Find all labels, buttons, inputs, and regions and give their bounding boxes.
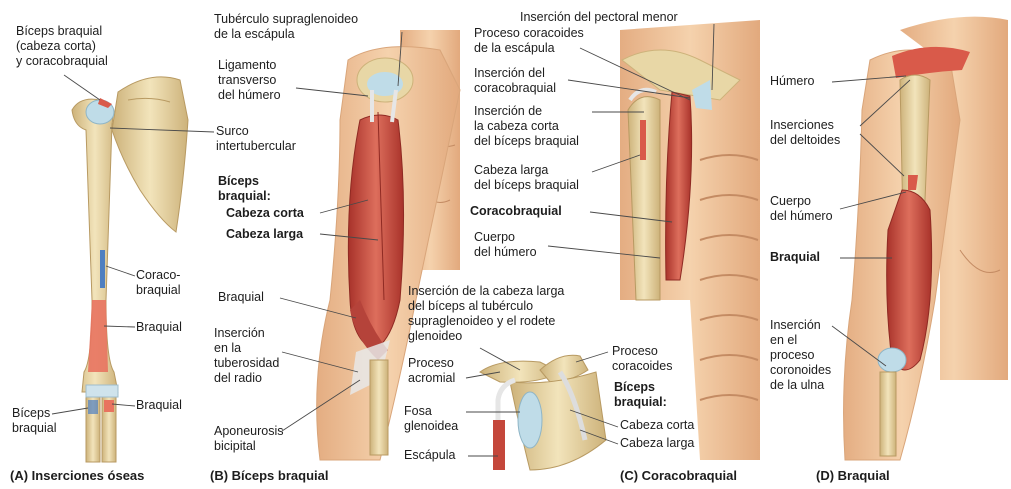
label-humerus-shaft-c: Cuerpo del húmero: [474, 230, 537, 260]
label-ulna-coronoid-insertion: Inserción en el proceso coronoides de la…: [770, 318, 831, 393]
label-biceps-short-head-coracobrachialis: Bíceps braquial (cabeza corta) y coracob…: [16, 24, 108, 69]
coracobrachialis-attachment-a: [100, 250, 105, 288]
caption-panel-d: (D) Braquial: [816, 468, 890, 483]
label-short-head-b: Cabeza corta: [226, 206, 304, 221]
caption-panel-c: (C) Coracobraquial: [620, 468, 737, 483]
label-radial-tuberosity-insertion: Inserción en la tuberosidad del radio: [214, 326, 279, 386]
label-acromion-process: Proceso acromial: [408, 356, 455, 386]
label-biceps-heading-c: Bíceps braquial:: [614, 380, 667, 410]
scapula-shape: [112, 77, 188, 232]
label-supraglenoid-tubercle: Tubérculo supraglenoideo de la escápula: [214, 12, 358, 42]
label-biceps-a: Bíceps braquial: [12, 406, 56, 436]
caption-panel-a: (A) Inserciones óseas: [10, 468, 144, 483]
caption-panel-b: (B) Bíceps braquial: [210, 468, 328, 483]
label-intertubercular-groove: Surco intertubercular: [216, 124, 296, 154]
label-long-head-biceps: Cabeza larga del bíceps braquial: [474, 163, 579, 193]
long-head-tendon: [493, 420, 505, 470]
label-brachialis-b: Braquial: [218, 290, 264, 305]
label-long-head-c: Cabeza larga: [620, 436, 694, 451]
label-transverse-ligament: Ligamento transverso del húmero: [218, 58, 281, 103]
label-coracoid-process: Proceso coracoides: [612, 344, 672, 374]
label-scapula-c: Escápula: [404, 448, 455, 463]
label-brachialis-d: Braquial: [770, 250, 820, 265]
label-long-head-b: Cabeza larga: [226, 227, 303, 242]
brachialis-attachment-a: [88, 300, 108, 372]
label-long-head-insertion: Inserción de la cabeza larga del bíceps …: [408, 284, 564, 344]
panel-d-illustration: [844, 17, 1008, 460]
label-brachialis-a-1: Braquial: [136, 320, 182, 335]
label-brachialis-a-2: Braquial: [136, 398, 182, 413]
label-humerus-d: Húmero: [770, 74, 814, 89]
label-coracobrachialis-a: Coraco- braquial: [136, 268, 180, 298]
panel-b-illustration: [317, 30, 460, 460]
glenoid-fossa: [518, 392, 542, 448]
label-glenoid-fossa: Fosa glenoidea: [404, 404, 458, 434]
label-coracoid-process-scapula: Proceso coracoides de la escápula: [474, 26, 584, 56]
label-pectoralis-minor-insertion: Inserción del pectoral menor: [520, 10, 678, 25]
label-bicipital-aponeurosis: Aponeurosis bicipital: [214, 424, 284, 454]
label-deltoid-insertions: Inserciones del deltoides: [770, 118, 840, 148]
label-humerus-shaft-d: Cuerpo del húmero: [770, 194, 833, 224]
label-biceps-heading-b: Bíceps braquial:: [218, 174, 271, 204]
label-coracobrachialis-insertion: Inserción del coracobraquial: [474, 66, 556, 96]
label-coracobrachialis-c: Coracobraquial: [470, 204, 562, 219]
label-short-head-insertion: Inserción de la cabeza corta del bíceps …: [474, 104, 579, 149]
label-short-head-c: Cabeza corta: [620, 418, 694, 433]
